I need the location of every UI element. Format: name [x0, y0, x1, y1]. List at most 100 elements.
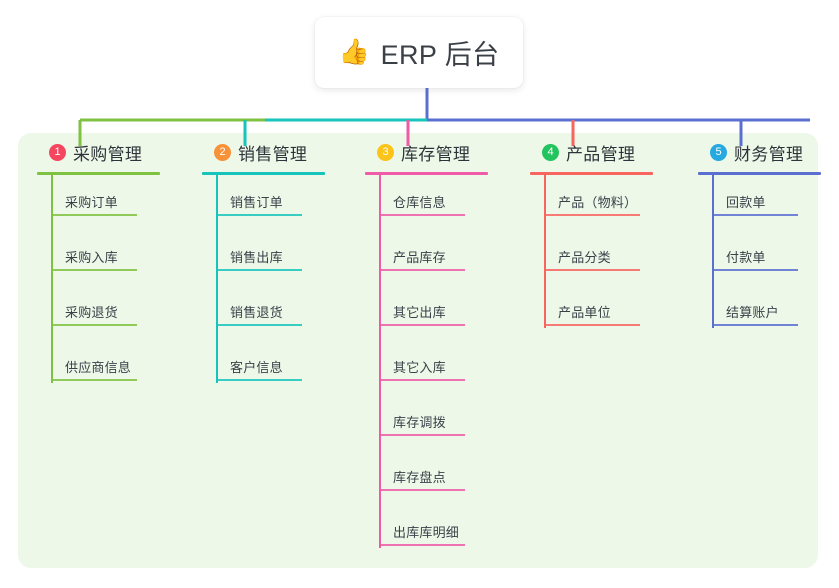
- menu-item-label: 采购入库: [65, 250, 118, 265]
- menu-item-underline: [216, 269, 302, 271]
- category-badge-5: 5: [710, 143, 727, 161]
- menu-item-underline: [379, 544, 465, 546]
- menu-item-underline: [216, 324, 302, 326]
- columns-container: 1 采购管理采购订单采购入库采购退货供应商信息 2 销售管理销售订单销售出库销售退货客…: [0, 133, 839, 568]
- category-title-4: 产品管理: [566, 144, 636, 164]
- menu-item-underline: [379, 434, 465, 436]
- menu-item-underline: [712, 269, 798, 271]
- menu-item[interactable]: 采购退货: [27, 285, 155, 340]
- category-title-2: 销售管理: [238, 144, 308, 164]
- menu-item-label: 其它出库: [393, 305, 446, 320]
- menu-item-underline: [379, 214, 465, 216]
- category-header-2[interactable]: 2 销售管理: [192, 133, 320, 171]
- category-badge-1: 1: [49, 143, 66, 161]
- category-header-4[interactable]: 4 产品管理: [520, 133, 648, 171]
- category-spine-5: [712, 175, 714, 328]
- menu-item[interactable]: 采购订单: [27, 175, 155, 230]
- menu-item[interactable]: 产品分类: [520, 230, 648, 285]
- diagram-background-panel: [18, 133, 818, 568]
- category-title-5: 财务管理: [734, 144, 804, 164]
- category-column-2: 2 销售管理销售订单销售出库销售退货客户信息: [192, 133, 325, 395]
- menu-item-label: 产品库存: [393, 250, 446, 265]
- menu-item-label: 付款单: [726, 250, 766, 265]
- menu-item-underline: [51, 214, 137, 216]
- category-header-3[interactable]: 3 库存管理: [355, 133, 483, 171]
- menu-item-underline: [51, 324, 137, 326]
- category-column-4: 4 产品管理产品（物料） 产品分类产品单位: [520, 133, 653, 340]
- category-column-3: 3 库存管理仓库信息产品库存其它出库其它入库库存调拨库存盘点出库库明细: [355, 133, 488, 560]
- thumbs-up-icon: 👍: [338, 38, 370, 66]
- category-title-3: 库存管理: [401, 144, 471, 164]
- menu-item[interactable]: 出库库明细: [355, 505, 483, 560]
- menu-item-underline: [712, 324, 798, 326]
- menu-item-underline: [379, 324, 465, 326]
- menu-item[interactable]: 库存调拨: [355, 395, 483, 450]
- menu-item[interactable]: 其它出库: [355, 285, 483, 340]
- root-node[interactable]: 👍 ERP 后台: [315, 17, 523, 88]
- menu-item-label: 库存调拨: [393, 415, 446, 430]
- menu-item-label: 产品单位: [558, 305, 611, 320]
- menu-item[interactable]: 销售出库: [192, 230, 320, 285]
- menu-item-label: 其它入库: [393, 360, 446, 375]
- category-badge-4: 4: [542, 143, 559, 161]
- category-header-1[interactable]: 1 采购管理: [27, 133, 155, 171]
- category-underline-3: [365, 172, 488, 175]
- root-title: ERP 后台: [380, 40, 500, 70]
- menu-item-underline: [379, 489, 465, 491]
- menu-item-label: 产品（物料）: [558, 195, 638, 210]
- category-underline-4: [530, 172, 653, 175]
- category-badge-2: 2: [214, 143, 231, 161]
- category-column-5: 5 财务管理回款单付款单结算账户: [688, 133, 821, 340]
- menu-item-label: 结算账户: [726, 305, 779, 320]
- menu-item-underline: [216, 214, 302, 216]
- menu-item[interactable]: 付款单: [688, 230, 816, 285]
- category-underline-1: [37, 172, 160, 175]
- category-badge-3: 3: [377, 143, 394, 161]
- menu-item[interactable]: 采购入库: [27, 230, 155, 285]
- menu-item[interactable]: 产品单位: [520, 285, 648, 340]
- menu-item[interactable]: 销售退货: [192, 285, 320, 340]
- menu-item-label: 仓库信息: [393, 195, 446, 210]
- menu-item-underline: [51, 379, 137, 381]
- menu-item-label: 销售订单: [230, 195, 283, 210]
- menu-item[interactable]: 回款单: [688, 175, 816, 230]
- menu-item[interactable]: 库存盘点: [355, 450, 483, 505]
- menu-item[interactable]: 结算账户: [688, 285, 816, 340]
- menu-item-underline: [379, 379, 465, 381]
- menu-item-label: 采购退货: [65, 305, 118, 320]
- menu-item[interactable]: 销售订单: [192, 175, 320, 230]
- menu-item-underline: [216, 379, 302, 381]
- menu-item[interactable]: 产品库存: [355, 230, 483, 285]
- category-items-1: 采购订单采购入库采购退货供应商信息: [27, 175, 155, 395]
- menu-item-underline: [544, 269, 640, 271]
- menu-item-label: 供应商信息: [65, 360, 132, 375]
- menu-item-label: 回款单: [726, 195, 766, 210]
- menu-item-label: 库存盘点: [393, 470, 446, 485]
- menu-item-underline: [51, 269, 137, 271]
- category-header-5[interactable]: 5 财务管理: [688, 133, 816, 171]
- menu-item-underline: [712, 214, 798, 216]
- menu-item[interactable]: 产品（物料）: [520, 175, 648, 230]
- category-spine-3: [379, 175, 381, 548]
- category-items-4: 产品（物料） 产品分类产品单位: [520, 175, 648, 340]
- menu-item[interactable]: 其它入库: [355, 340, 483, 395]
- menu-item[interactable]: 供应商信息: [27, 340, 155, 395]
- category-items-5: 回款单付款单结算账户: [688, 175, 816, 340]
- menu-item[interactable]: 仓库信息: [355, 175, 483, 230]
- category-column-1: 1 采购管理采购订单采购入库采购退货供应商信息: [27, 133, 160, 395]
- category-items-2: 销售订单销售出库销售退货客户信息: [192, 175, 320, 395]
- category-spine-2: [216, 175, 218, 383]
- category-spine-1: [51, 175, 53, 383]
- menu-item-label: 产品分类: [558, 250, 611, 265]
- menu-item-label: 采购订单: [65, 195, 118, 210]
- category-spine-4: [544, 175, 546, 328]
- category-underline-5: [698, 172, 821, 175]
- menu-item-underline: [544, 214, 640, 216]
- menu-item-underline: [379, 269, 465, 271]
- menu-item[interactable]: 客户信息: [192, 340, 320, 395]
- category-title-1: 采购管理: [73, 144, 143, 164]
- menu-item-label: 客户信息: [230, 360, 283, 375]
- menu-item-label: 出库库明细: [393, 525, 460, 540]
- category-underline-2: [202, 172, 325, 175]
